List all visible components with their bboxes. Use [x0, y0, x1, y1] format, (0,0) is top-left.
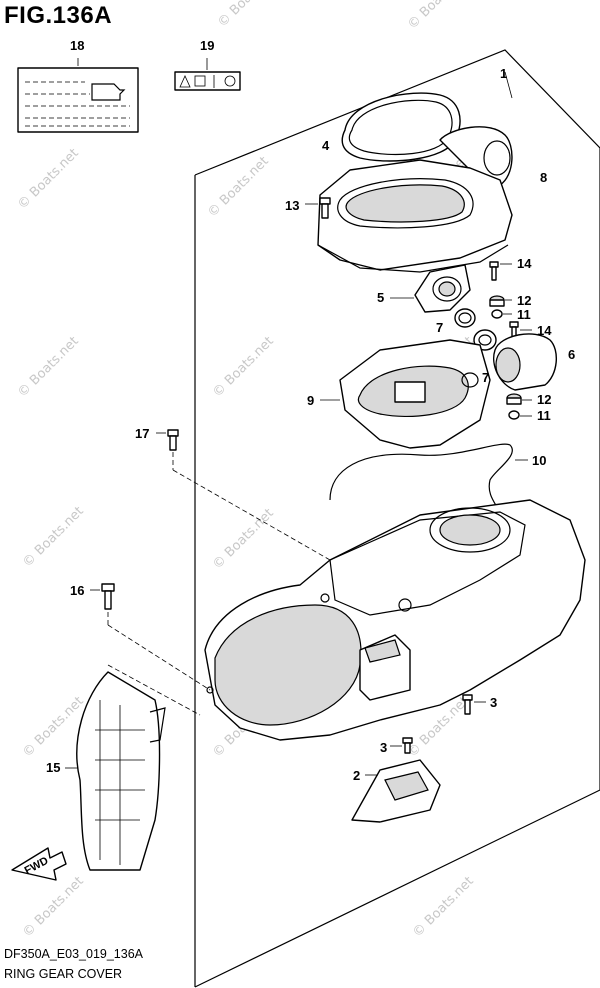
plate-2	[351, 759, 441, 823]
air-duct-housing-9	[320, 339, 491, 449]
bolt-14-lower	[509, 321, 532, 340]
cap-6	[493, 333, 557, 391]
callout-12: 12	[537, 392, 552, 407]
figure-title: FIG.136A	[4, 2, 113, 29]
figure-code: DF350A_E03_019_136A	[4, 947, 144, 961]
callout-11: 11	[517, 307, 531, 322]
o-ring-7-left	[454, 308, 476, 328]
callout-5: 5	[377, 290, 385, 305]
callout-16: 16	[70, 583, 85, 598]
figure-name: RING GEAR COVER	[4, 967, 123, 981]
callout-3: 3	[490, 695, 498, 710]
bolt-3-bottom	[390, 737, 413, 754]
callout-12: 12	[517, 293, 532, 308]
callout-17: 17	[135, 426, 150, 441]
callout-7: 7	[482, 370, 490, 385]
bolt-3-right	[462, 694, 486, 715]
top-cover-assembly	[317, 159, 513, 273]
forward-direction-arrow	[11, 847, 67, 881]
label-decal-18	[17, 58, 139, 133]
rotation-icon	[224, 75, 236, 87]
hose-10	[329, 443, 513, 521]
callout-4: 4	[322, 138, 330, 153]
callout-15: 15	[46, 760, 61, 775]
callout-6: 6	[568, 347, 576, 362]
callout-7: 7	[436, 320, 444, 335]
grommet-12-upper	[489, 295, 512, 307]
assembly-boundary	[194, 49, 600, 988]
bracket-5	[390, 264, 471, 313]
callout-1: 1	[500, 66, 508, 81]
bolt-14-upper	[489, 261, 512, 281]
warning-label-19	[174, 58, 241, 91]
callout-10: 10	[532, 453, 547, 468]
callout-13: 13	[285, 198, 300, 213]
collar-11-upper	[491, 309, 512, 319]
guard-15	[65, 664, 201, 871]
bolt-17	[156, 429, 331, 561]
callout-8: 8	[540, 170, 548, 185]
callout-2: 2	[353, 768, 361, 783]
ring-gear-cover-1	[204, 499, 586, 741]
callout-14: 14	[537, 323, 552, 338]
callout-3: 3	[380, 740, 388, 755]
warning-triangle-icon	[179, 75, 191, 88]
seal-ring-4	[341, 92, 461, 162]
grommet-12-lower	[506, 393, 532, 405]
collar-11-lower	[508, 410, 532, 420]
bolt-13	[305, 197, 331, 219]
manual-icon	[194, 75, 206, 87]
bolt-16	[90, 583, 211, 691]
callout-18: 18	[70, 38, 85, 53]
callout-9: 9	[307, 393, 315, 408]
oil-can-icon	[91, 83, 126, 101]
callout-19: 19	[200, 38, 215, 53]
callout-14: 14	[517, 256, 532, 271]
callout-11: 11	[537, 408, 551, 423]
